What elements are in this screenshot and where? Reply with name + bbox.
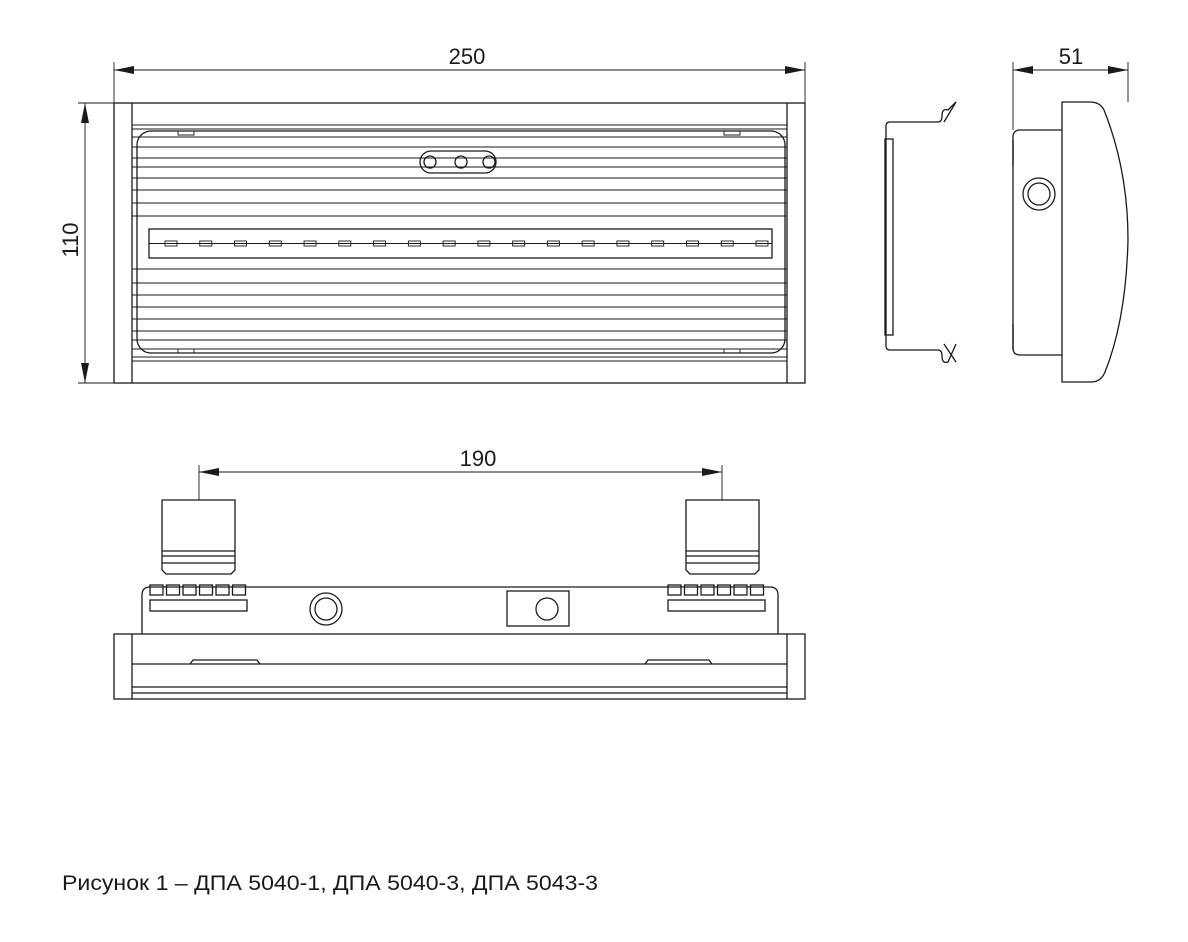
led — [268, 240, 282, 247]
led — [651, 240, 665, 247]
led — [407, 240, 421, 247]
led-strip — [148, 228, 773, 259]
indicator-panel — [419, 150, 497, 174]
dimension-height-label: 110 — [58, 222, 83, 257]
cable-gland — [1022, 177, 1056, 211]
led — [164, 240, 178, 247]
test-button — [535, 597, 559, 621]
led — [338, 240, 352, 247]
led — [512, 240, 526, 247]
led — [477, 240, 491, 247]
vent-slot — [716, 584, 732, 596]
vent-slot — [667, 584, 682, 596]
led — [581, 240, 595, 247]
vent-slot — [749, 584, 765, 596]
led — [616, 240, 630, 247]
led — [303, 240, 317, 247]
front-view — [113, 102, 806, 384]
dimension-mount-spacing: 190 — [198, 446, 723, 500]
indicator-light — [482, 155, 496, 169]
vent-slot — [231, 584, 247, 596]
vent-slot — [733, 584, 748, 596]
indicator-light — [423, 155, 437, 169]
led — [720, 240, 734, 247]
vent-slot — [149, 584, 164, 596]
dimension-depth-label: 51 — [1059, 44, 1083, 69]
diffuser-outline — [136, 130, 786, 354]
cable-gland — [309, 592, 343, 626]
mount-block-left — [161, 499, 236, 575]
dimension-mount-spacing-label: 190 — [460, 446, 497, 471]
led — [755, 240, 769, 247]
vent-slot — [215, 584, 230, 596]
dimension-depth: 51 — [1012, 44, 1129, 130]
figure-caption: Рисунок 1 – ДПА 5040-1, ДПА 5040-3, ДПА … — [62, 872, 598, 895]
dimension-height: 110 — [58, 102, 114, 384]
led — [546, 240, 560, 247]
mount-block-right — [685, 499, 760, 575]
led — [442, 240, 456, 247]
test-button-housing — [506, 590, 570, 627]
vent-slot — [198, 584, 214, 596]
led — [199, 240, 213, 247]
mounting-bracket — [884, 101, 957, 364]
dimension-width-label: 250 — [449, 44, 486, 69]
led — [686, 240, 699, 247]
side-view — [1012, 101, 1129, 383]
bottom-view — [113, 499, 806, 700]
vent-slot — [683, 584, 699, 596]
indicator-light — [454, 155, 468, 169]
vent-slot — [165, 584, 181, 596]
led — [373, 240, 387, 247]
vent-slot — [182, 584, 197, 596]
led — [234, 240, 247, 247]
dimension-width: 250 — [113, 44, 806, 103]
vent-slot — [700, 584, 715, 596]
